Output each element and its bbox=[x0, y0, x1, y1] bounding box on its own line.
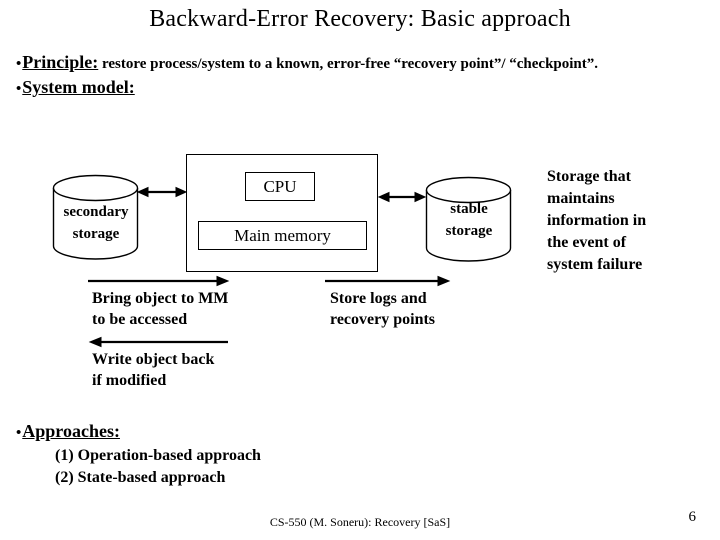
stable-storage-cylinder: stable storage bbox=[425, 176, 513, 264]
bullet-approaches: •Approaches: bbox=[16, 421, 120, 442]
write-back-label: Write object back if modified bbox=[92, 351, 215, 389]
system-model-label: System model: bbox=[22, 77, 135, 97]
cpu-box: CPU bbox=[245, 172, 315, 201]
principle-label: Principle: bbox=[22, 52, 99, 72]
page-number: 6 bbox=[688, 509, 697, 525]
bullet-icon: • bbox=[16, 81, 22, 97]
cylinder-icon bbox=[52, 174, 139, 260]
bullet-system-model: •System model: bbox=[16, 77, 135, 98]
approaches-label: Approaches: bbox=[22, 421, 120, 441]
bullet-icon: • bbox=[16, 425, 22, 441]
footer-credit: CS-550 (M. Soneru): Recovery [SaS] bbox=[269, 515, 451, 529]
main-memory-box: Main memory bbox=[198, 221, 367, 250]
secondary-storage-cylinder: secondary storage bbox=[52, 174, 140, 262]
bullet-icon: • bbox=[16, 56, 22, 72]
left-double-arrow-icon bbox=[136, 186, 188, 198]
approach-item-2: (2) State-based approach bbox=[55, 469, 226, 486]
approach-item-1: (1) Operation-based approach bbox=[55, 447, 261, 464]
bullet-principle: •Principle: restore process/system to a … bbox=[16, 52, 598, 73]
stable-storage-label: stable storage bbox=[445, 201, 493, 239]
bring-object-arrow-icon bbox=[88, 275, 230, 287]
write-back-arrow-icon bbox=[88, 336, 228, 348]
storage-note: Storage that maintains information in th… bbox=[547, 168, 647, 273]
store-logs-arrow-icon bbox=[325, 275, 451, 287]
store-logs-label: Store logs and recovery points bbox=[330, 290, 436, 328]
bring-object-label: Bring object to MM to be accessed bbox=[92, 290, 229, 328]
diagram-arrows bbox=[88, 186, 451, 348]
cylinder-icon bbox=[425, 176, 512, 262]
principle-text: restore process/system to a known, error… bbox=[102, 56, 599, 72]
slide-title: Backward-Error Recovery: Basic approach bbox=[149, 6, 571, 32]
right-double-arrow-icon bbox=[377, 191, 427, 203]
secondary-storage-label: secondary storage bbox=[63, 204, 129, 242]
